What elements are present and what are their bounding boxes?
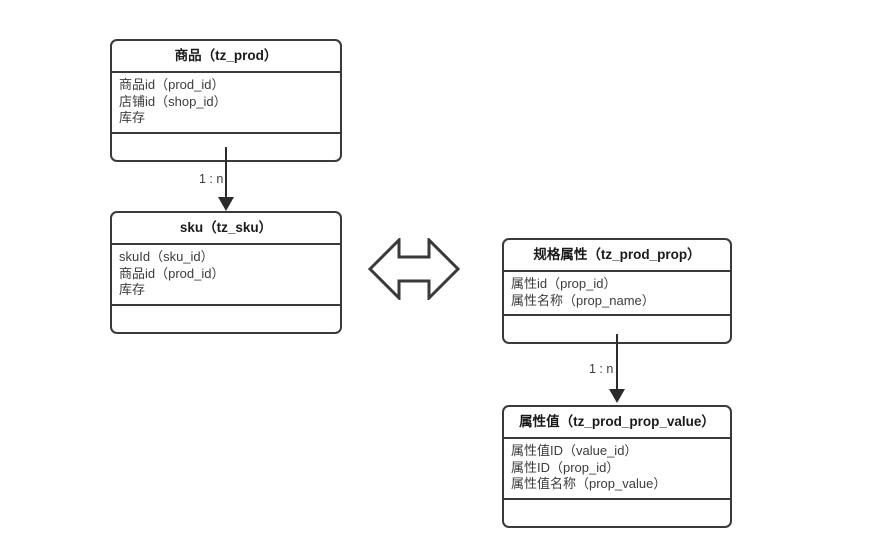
connector-line <box>616 334 618 391</box>
attribute-row: 库存 <box>119 110 146 126</box>
double-headed-arrow-icon <box>367 236 461 302</box>
entity-methods-tz-sku <box>112 306 340 332</box>
entity-header-tz-prod: 商品（tz_prod） <box>112 41 340 74</box>
entity-methods-tz-prod-prop-value <box>504 500 730 526</box>
entity-header-tz-prod-prop-value: 属性值（tz_prod_prop_value） <box>504 407 730 440</box>
connector-label-cardinality: 1 : n <box>199 172 224 186</box>
entity-attributes-tz-prod: 商品id（prod_id） 店铺id（shop_id） 库存 <box>112 73 340 134</box>
arrowhead-icon <box>218 197 234 211</box>
entity-tz-prod-prop-value[interactable]: 属性值（tz_prod_prop_value） 属性值ID（value_id） … <box>502 405 732 528</box>
entity-tz-sku[interactable]: sku（tz_sku） skuId（sku_id） 商品id（prod_id） … <box>110 211 342 334</box>
entity-header-tz-prod-prop: 规格属性（tz_prod_prop） <box>504 240 730 273</box>
attribute-row: skuId（sku_id） <box>119 249 214 265</box>
arrowhead-icon <box>609 389 625 403</box>
entity-attributes-tz-prod-prop-value: 属性值ID（value_id） 属性ID（prop_id） 属性值名称（prop… <box>504 439 730 500</box>
attribute-row: 属性值ID（value_id） <box>511 443 638 459</box>
attribute-row: 店铺id（shop_id） <box>119 93 227 109</box>
entity-tz-prod-prop[interactable]: 规格属性（tz_prod_prop） 属性id（prop_id） 属性名称（pr… <box>502 238 732 345</box>
attribute-row: 商品id（prod_id） <box>119 77 225 93</box>
connector-line <box>225 147 227 199</box>
entity-header-tz-sku: sku（tz_sku） <box>112 213 340 246</box>
connector-label-cardinality: 1 : n <box>589 362 614 376</box>
entity-attributes-tz-prod-prop: 属性id（prop_id） 属性名称（prop_name） <box>504 272 730 317</box>
attribute-row: 属性ID（prop_id） <box>511 459 620 475</box>
attribute-row: 商品id（prod_id） <box>119 265 225 281</box>
attribute-row: 属性值名称（prop_value） <box>511 476 667 492</box>
entity-attributes-tz-sku: skuId（sku_id） 商品id（prod_id） 库存 <box>112 245 340 306</box>
attribute-row: 属性名称（prop_name） <box>511 292 655 308</box>
attribute-row: 库存 <box>119 282 146 298</box>
attribute-row: 属性id（prop_id） <box>511 276 617 292</box>
entity-tz-prod[interactable]: 商品（tz_prod） 商品id（prod_id） 店铺id（shop_id） … <box>110 39 342 162</box>
